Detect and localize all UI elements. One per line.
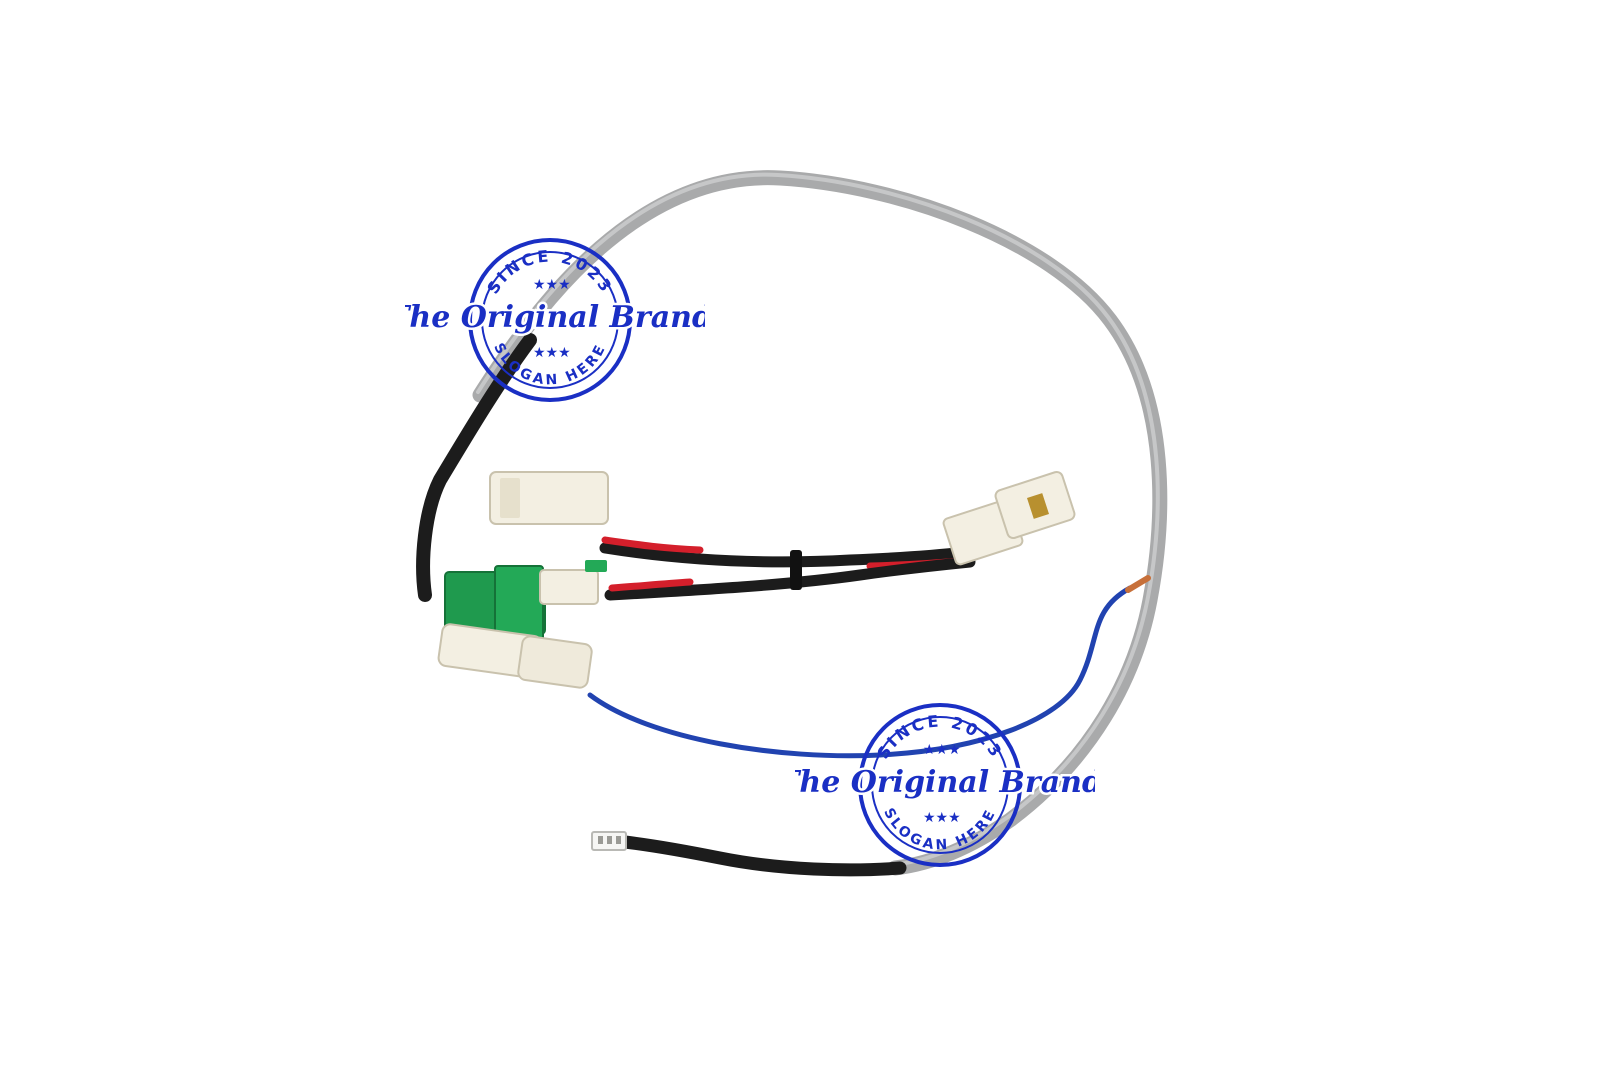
star-icon: ★★★: [923, 811, 961, 826]
wire-bundle-lower: [604, 556, 976, 601]
stamp-inner-ring: [481, 251, 619, 389]
stamp-outer-ring: [468, 238, 632, 402]
white-connector-top: [489, 471, 609, 525]
white-connector-right: [942, 470, 1076, 566]
blue-wire: [587, 585, 1133, 759]
black-sleeve-top: [416, 333, 537, 602]
star-icon: ★★★: [533, 278, 571, 293]
stamp-brand-text: The Original Brand: [405, 300, 705, 335]
stamp-outer-ring: [858, 703, 1022, 867]
red-wire-upper: [601, 536, 704, 554]
brand-stamp-watermark: SINCE 2023 SLOGAN HERE ★★★ ★★★ The Origi…: [775, 690, 1105, 890]
star-icon: ★★★: [923, 743, 961, 758]
red-wire-lower: [608, 578, 694, 592]
wire-bundle-upper: [599, 542, 971, 568]
black-sleeve-bottom: [618, 835, 907, 877]
brand-stamp-watermark: SINCE 2023 SLOGAN HERE ★★★ ★★★ The Origi…: [385, 225, 715, 425]
green-connector: [444, 560, 607, 641]
small-jst-connector: [591, 831, 627, 851]
copper-tip: [1125, 575, 1151, 593]
star-icon: ★★★: [533, 346, 571, 361]
stamp-brand-text: The Original Brand: [795, 765, 1095, 800]
cable-tie: [790, 550, 802, 590]
stamp-inner-ring: [871, 716, 1009, 854]
white-bullet-connector: [437, 623, 593, 689]
